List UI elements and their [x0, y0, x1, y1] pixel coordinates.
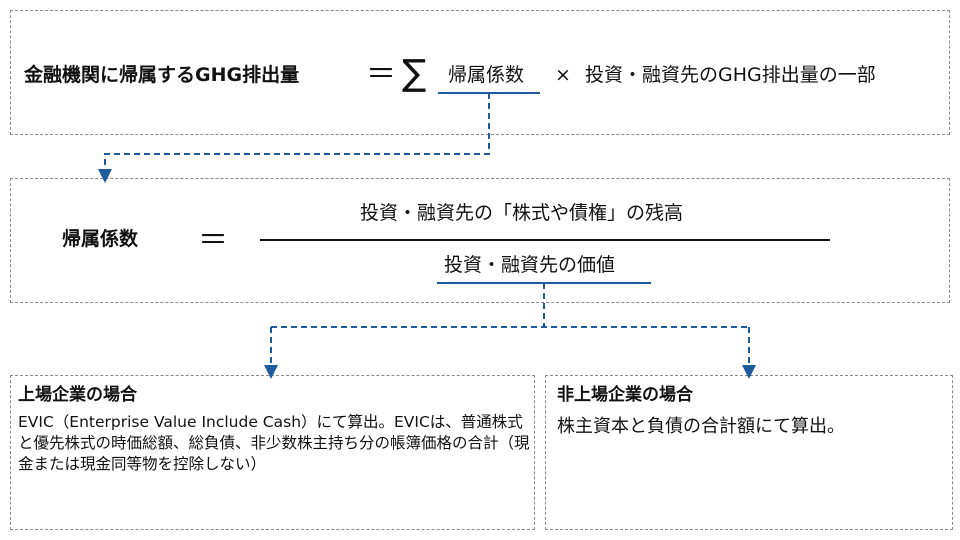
unlisted-company-title: 非上場企業の場合 — [557, 385, 693, 405]
equals-sign-2: ＝ — [198, 223, 228, 258]
fraction-numerator: 投資・融資先の「株式や債権」の残高 — [360, 202, 684, 224]
fraction-denominator: 投資・融資先の価値 — [444, 254, 616, 276]
formula-lhs: 金融機関に帰属するGHG排出量 — [24, 64, 300, 86]
sigma-symbol: ∑ — [402, 53, 427, 94]
formula-rhs: 投資・融資先のGHG排出量の一部 — [585, 64, 876, 86]
listed-company-title: 上場企業の場合 — [18, 385, 137, 405]
equals-sign: ＝ — [366, 57, 396, 92]
connector-factor-to-middle — [98, 93, 490, 183]
times-sign: × — [555, 64, 571, 86]
unlisted-company-text: 株主資本と負債の合計額にて算出。 — [557, 416, 845, 437]
listed-company-text: EVIC（Enterprise Value Include Cash）にて算出。… — [18, 413, 530, 473]
fraction-bar — [260, 239, 830, 241]
formula-box-middle — [10, 178, 950, 303]
formula-box-top — [10, 10, 950, 135]
factor-title: 帰属係数 — [62, 228, 139, 250]
factor-label: 帰属係数 — [448, 64, 525, 86]
